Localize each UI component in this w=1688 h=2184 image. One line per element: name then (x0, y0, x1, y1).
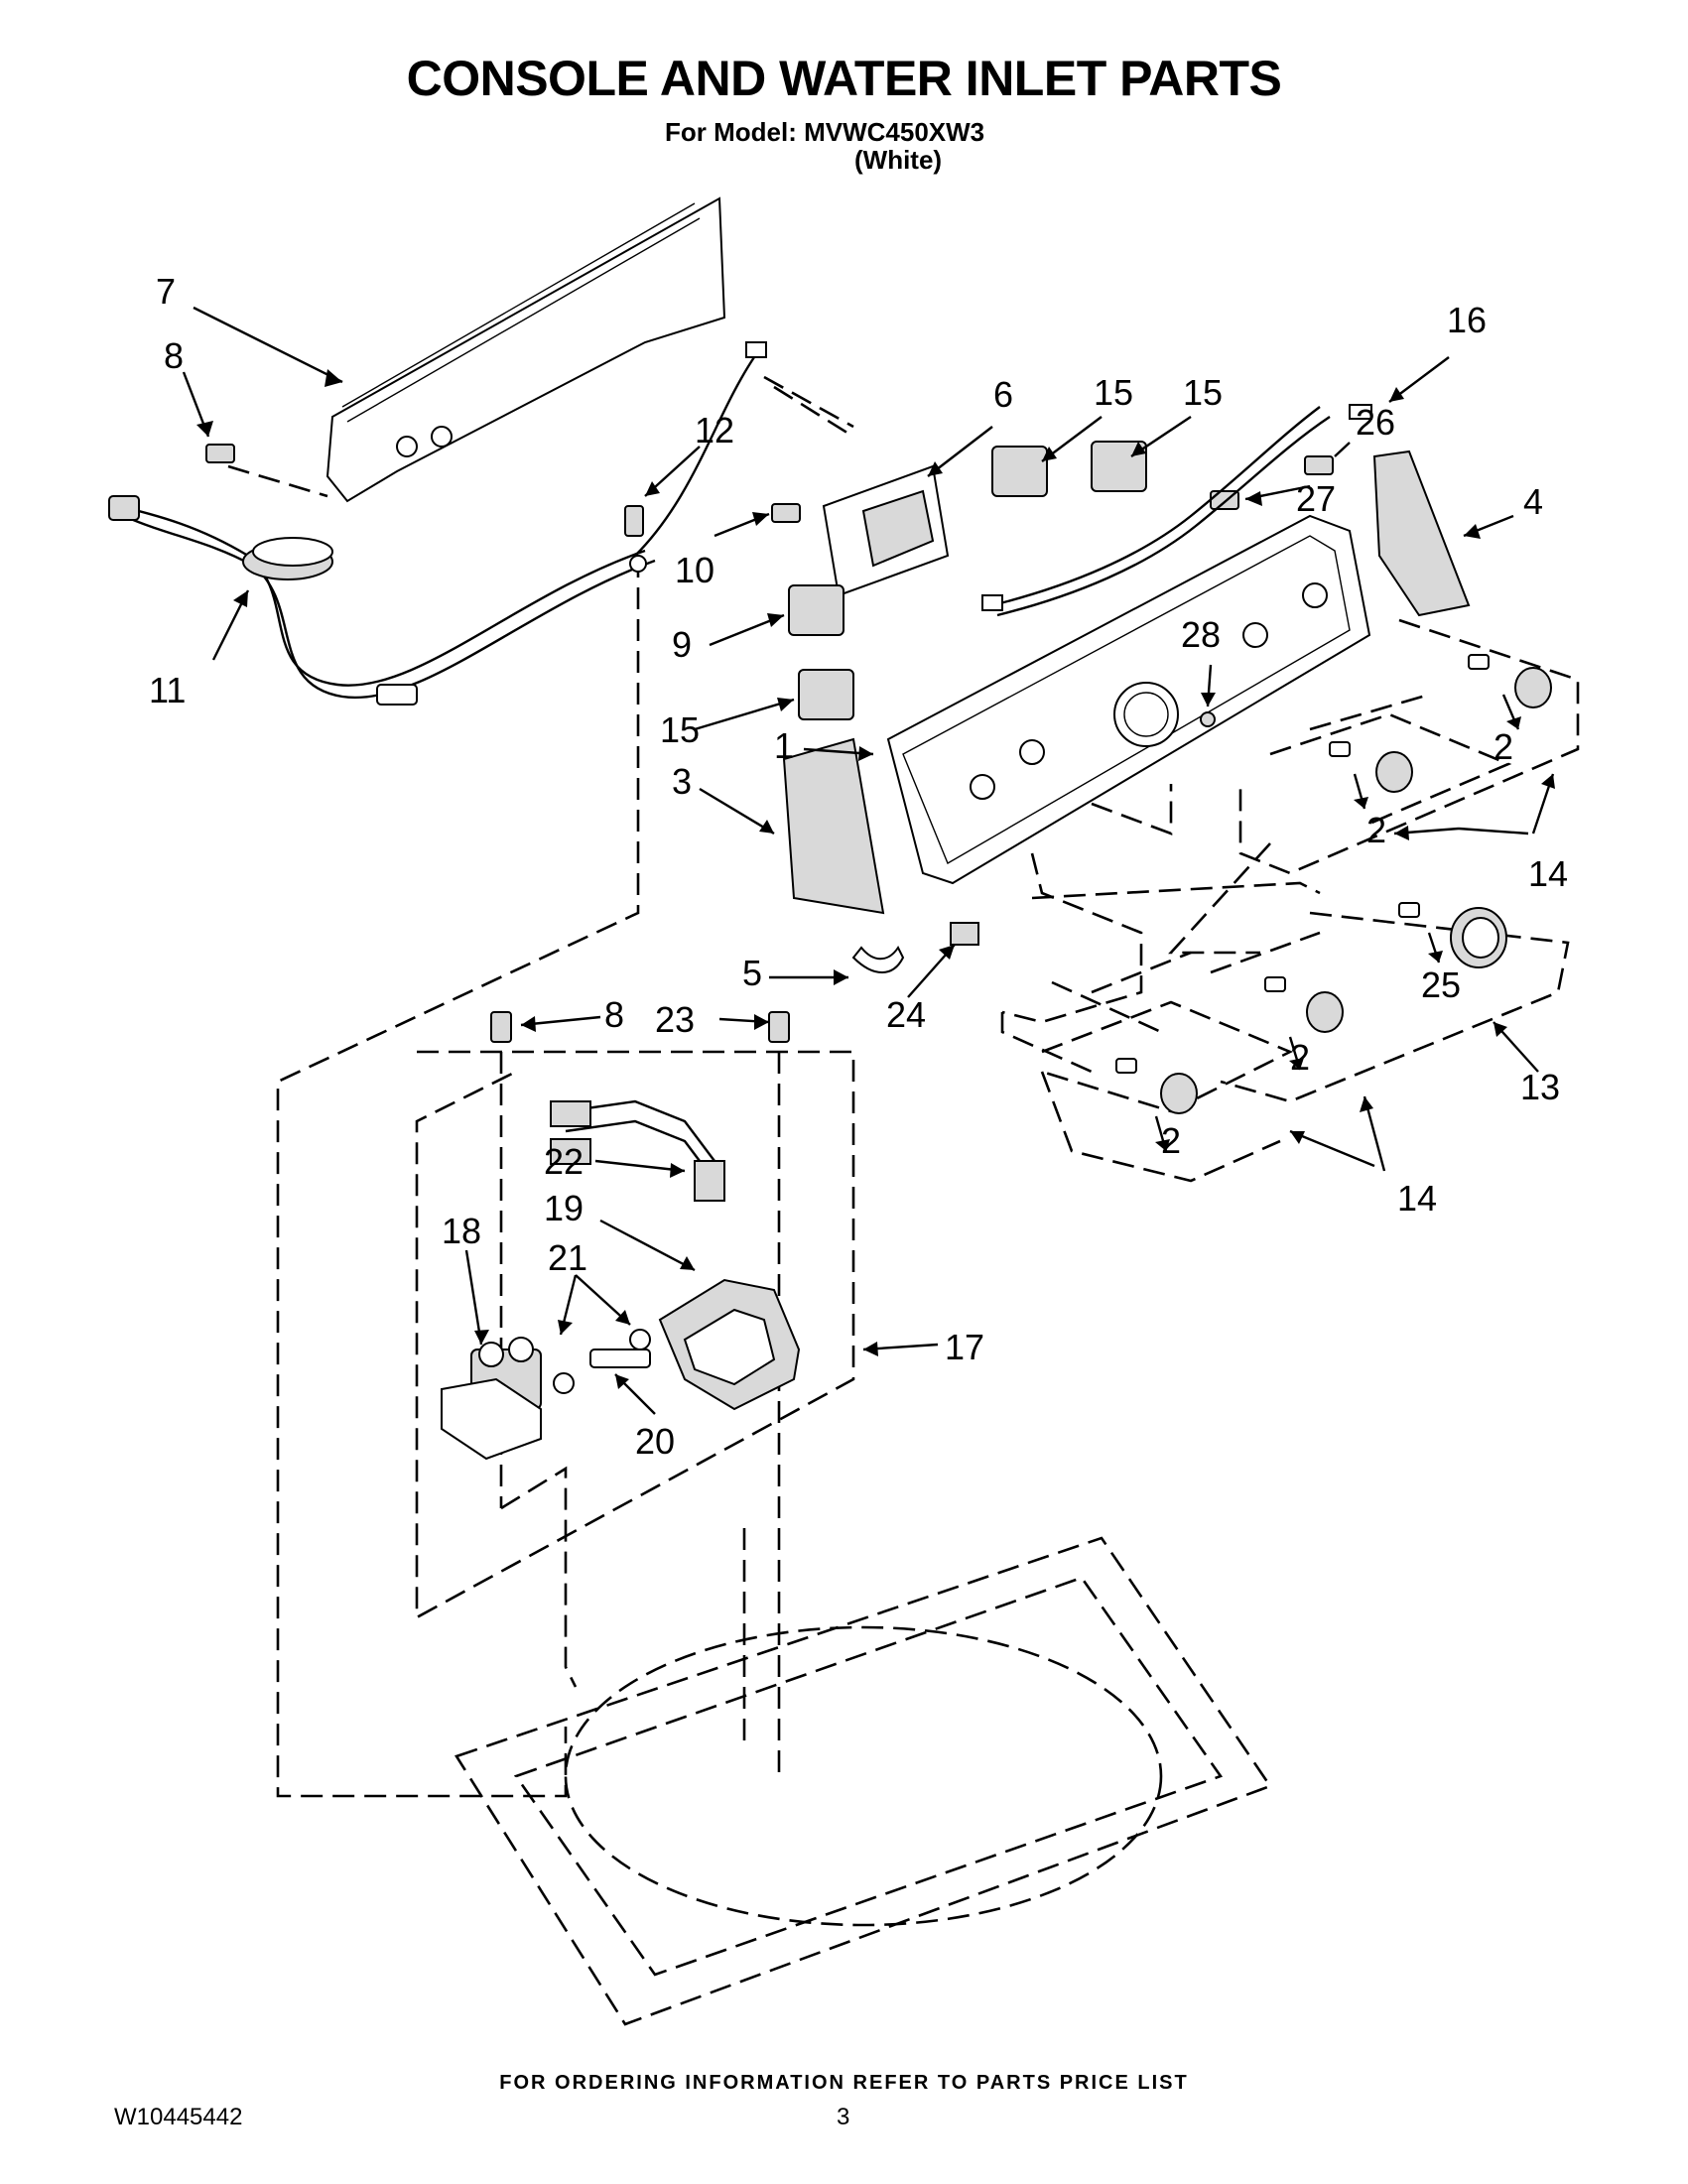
callout-15: 15 (660, 709, 700, 750)
callout-5: 5 (742, 953, 762, 993)
page-number: 3 (837, 2104, 850, 2130)
callout-26: 26 (1356, 402, 1395, 443)
callout-2: 2 (1366, 810, 1386, 850)
callout-18: 18 (442, 1211, 481, 1251)
electronic-control-board (822, 464, 950, 597)
callout-16: 16 (1447, 300, 1487, 340)
console-end-caps (782, 450, 1471, 915)
page-title: CONSOLE AND WATER INLET PARTS (406, 51, 1282, 106)
callout-25: 25 (1421, 964, 1461, 1005)
callout-15: 15 (1094, 372, 1133, 413)
callout-8: 8 (604, 994, 624, 1035)
callout-14: 14 (1397, 1178, 1437, 1219)
callout-7: 7 (156, 271, 176, 312)
callout-1: 1 (774, 725, 794, 766)
knobs (1115, 654, 1552, 1114)
water-inlet-assembly (441, 1099, 801, 1461)
callout-6: 6 (993, 374, 1013, 415)
callout-17: 17 (945, 1327, 984, 1367)
power-cord (108, 341, 767, 706)
callout-3: 3 (672, 761, 692, 802)
clips (851, 922, 979, 973)
callout-2: 2 (1290, 1037, 1310, 1078)
callout-8: 8 (164, 335, 184, 376)
console-housing (886, 514, 1371, 885)
callout-13: 13 (1520, 1067, 1560, 1107)
callout-28: 28 (1181, 614, 1221, 655)
callout-22: 22 (544, 1141, 584, 1182)
callout-23: 23 (655, 999, 695, 1040)
ordering-note: FOR ORDERING INFORMATION REFER TO PARTS … (499, 2072, 1189, 2094)
leader-lines (182, 306, 1555, 1415)
assembly-lines (227, 375, 1580, 1798)
model-line: For Model: MVWC450XW3 (665, 117, 985, 147)
callout-2: 2 (1161, 1120, 1181, 1161)
callout-20: 20 (635, 1421, 675, 1462)
callout-19: 19 (544, 1188, 584, 1228)
console-wire-harness (981, 404, 1372, 617)
callout-12: 12 (695, 410, 734, 450)
callout-10: 10 (675, 550, 714, 590)
callout-21: 21 (548, 1237, 587, 1278)
model-variant: (White) (854, 145, 943, 175)
callout-15: 15 (1183, 372, 1223, 413)
rear-console-panel (325, 196, 726, 503)
callout-11: 11 (149, 670, 186, 710)
callout-9: 9 (672, 624, 692, 665)
part-callouts: 7 8 12 11 6 15 15 16 26 27 4 10 9 28 15 … (149, 271, 1568, 1462)
callout-24: 24 (886, 994, 926, 1035)
document-number: W10445442 (114, 2104, 243, 2130)
callout-4: 4 (1523, 481, 1543, 522)
callout-27: 27 (1296, 478, 1336, 519)
screws (205, 444, 1334, 1043)
callout-2: 2 (1493, 726, 1513, 767)
washer-top-cabinet (454, 1536, 1273, 2026)
callout-14: 14 (1528, 853, 1568, 894)
